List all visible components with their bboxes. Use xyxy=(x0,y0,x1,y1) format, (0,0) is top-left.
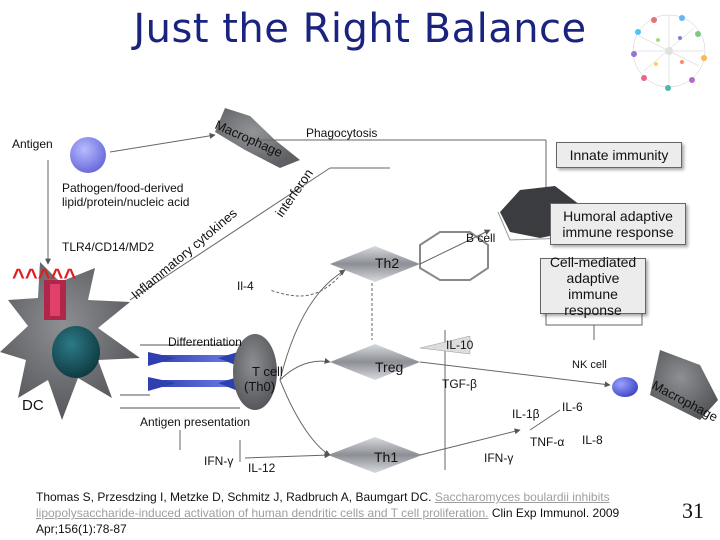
antigen-presentation-label: Antigen presentation xyxy=(140,415,250,429)
il6-label: IL-6 xyxy=(562,400,583,414)
ifn-left-label: IFN-γ xyxy=(204,454,233,468)
phagocytosis-label: Phagocytosis xyxy=(306,126,377,140)
citation: Thomas S, Przesdzing I, Metzke D, Schmit… xyxy=(36,489,666,537)
th1-label: Th1 xyxy=(374,449,398,465)
th2-cell-shape xyxy=(330,246,420,282)
il4-label: Il-4 xyxy=(237,279,254,293)
il8-label: IL-8 xyxy=(582,433,603,447)
tnf-label: TNF-α xyxy=(530,435,564,449)
citation-journal: Clin Exp Immunol. 2009 Apr;156(1):78-87 xyxy=(36,506,620,536)
pathogen-label-line2: lipid/protein/nucleic acid xyxy=(62,195,189,209)
antigen-sphere xyxy=(70,137,106,173)
ifn-right-label: IFN-γ xyxy=(484,451,513,465)
macrophage-top-shape xyxy=(215,108,300,168)
differentiation-label: Differentiation xyxy=(168,335,242,349)
dendritic-cell-nucleus xyxy=(52,326,100,378)
citation-link[interactable]: Saccharomyces boulardii inhibits lipopol… xyxy=(36,490,610,520)
citation-authors: Thomas S, Przesdzing I, Metzke D, Schmit… xyxy=(36,490,435,504)
carets-label: ^^^^^ xyxy=(12,264,76,289)
treg-label: Treg xyxy=(375,359,403,375)
innate-immunity-box: Innate immunity xyxy=(556,142,682,168)
t-cell-shape xyxy=(233,334,277,410)
tlr-label: TLR4/CD14/MD2 xyxy=(62,240,154,254)
antigen-label: Antigen xyxy=(12,137,53,151)
il12-label: IL-12 xyxy=(248,461,276,475)
t-cell-label-line1: T cell xyxy=(252,364,283,379)
t-cell-label-line2: (Th0) xyxy=(244,379,275,394)
dc-label: DC xyxy=(22,397,44,414)
b-cell-label: B cell xyxy=(466,231,495,245)
cell-mediated-response-box: Cell-mediated adaptive immune response xyxy=(540,254,646,318)
macrophage-ring-shape xyxy=(419,231,489,281)
th1-cell-shape xyxy=(328,437,422,473)
pathogen-label-line1: Pathogen/food-derived xyxy=(62,181,183,195)
network-logo-icon xyxy=(631,14,707,91)
macrophage-right-shape xyxy=(650,350,718,420)
interferon-label: interferon xyxy=(272,166,316,220)
page-number: 31 xyxy=(682,498,704,523)
slide-title: Just the Right Balance xyxy=(133,6,587,52)
th2-label: Th2 xyxy=(375,255,399,271)
treg-cell-shape xyxy=(330,344,420,380)
il1b-label: IL-1β xyxy=(512,407,540,421)
humoral-response-box: Humoral adaptive immune response xyxy=(550,203,686,245)
tgf-label: TGF-β xyxy=(442,377,477,391)
nk-cell-shape xyxy=(612,377,638,397)
nk-cell-label: NK cell xyxy=(572,359,607,371)
il10-label: IL-10 xyxy=(446,338,474,352)
